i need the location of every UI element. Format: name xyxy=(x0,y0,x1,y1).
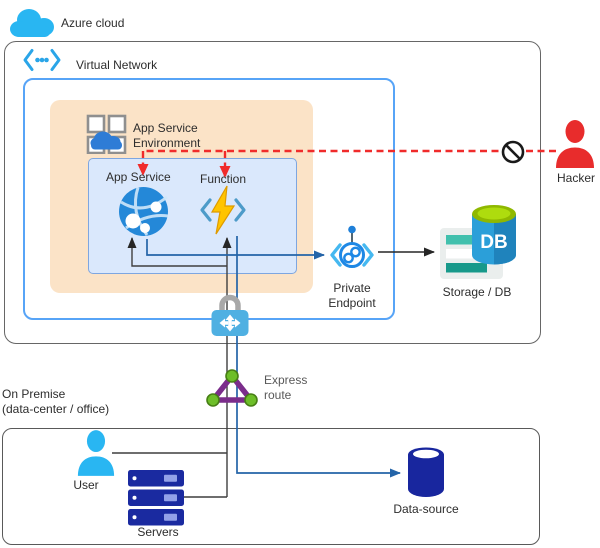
data-source-label: Data-source xyxy=(393,502,459,516)
user-label: User xyxy=(73,478,99,492)
db-cylinder-icon: DB xyxy=(470,204,518,267)
private-endpoint-label: Private Endpoint xyxy=(328,281,376,310)
virtual-network-boundary xyxy=(23,78,395,320)
ase-label: App Service Environment xyxy=(133,121,201,150)
storage-db-label: Storage / DB xyxy=(442,285,512,299)
virtual-network-icon xyxy=(23,48,61,72)
on-premise-label: On Premise (data-center / office) xyxy=(2,387,110,416)
hacker-icon xyxy=(554,119,596,169)
db-text: DB xyxy=(480,232,507,253)
user-icon xyxy=(76,429,116,477)
servers-label: Servers xyxy=(137,525,179,539)
app-service-label: App Service xyxy=(106,170,171,184)
express-route-label: Express route xyxy=(264,373,308,402)
gateway-lock-icon xyxy=(209,291,251,338)
express-route-icon xyxy=(205,369,260,408)
data-source-icon xyxy=(406,446,446,499)
app-service-environment-icon xyxy=(86,114,128,154)
blocked-icon xyxy=(501,140,525,164)
function-label: Function xyxy=(200,172,247,186)
hacker-label: Hacker xyxy=(556,171,595,185)
app-service-globe-icon xyxy=(117,185,170,238)
private-endpoint-icon xyxy=(328,225,376,279)
function-icon xyxy=(199,185,247,235)
servers-icon xyxy=(128,470,184,526)
azure-cloud-label: Azure cloud xyxy=(61,16,125,30)
virtual-network-label: Virtual Network xyxy=(76,58,158,72)
azure-cloud-icon xyxy=(8,6,56,38)
